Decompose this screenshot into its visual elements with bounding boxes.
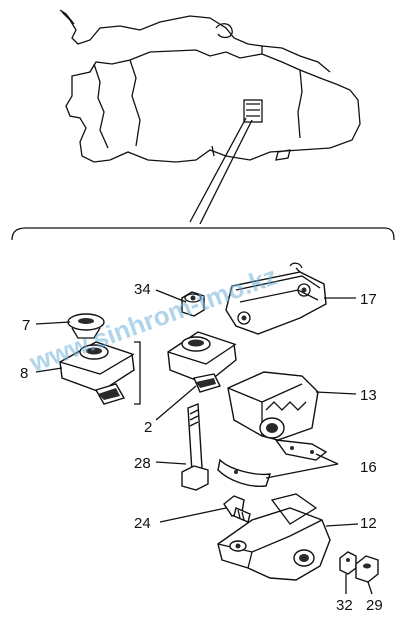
part-13-rubber-block bbox=[227, 371, 319, 441]
part-34-nut bbox=[181, 291, 205, 317]
part-12-lower-bracket bbox=[217, 493, 331, 581]
callout-8: 8 bbox=[20, 365, 28, 382]
part-8-cushion bbox=[59, 341, 135, 405]
callout-7: 7 bbox=[22, 317, 30, 334]
callout-leaders bbox=[35, 289, 373, 595]
callout-32: 32 bbox=[336, 597, 353, 614]
callout-labels: 34 17 7 8 13 2 28 16 24 12 32 29 bbox=[20, 281, 383, 614]
callout-28: 28 bbox=[134, 455, 151, 472]
part-28-bolt bbox=[181, 402, 209, 491]
part-24-bolt bbox=[223, 495, 251, 523]
callout-34: 34 bbox=[134, 281, 151, 298]
group-bracket bbox=[134, 341, 141, 405]
callout-17: 17 bbox=[360, 291, 377, 308]
detail-bracket bbox=[11, 227, 395, 241]
callout-12: 12 bbox=[360, 515, 377, 532]
callout-29: 29 bbox=[366, 597, 383, 614]
part-16-plates bbox=[217, 439, 328, 487]
part-17-bracket bbox=[225, 262, 327, 335]
callout-13: 13 bbox=[360, 387, 377, 404]
callout-16: 16 bbox=[360, 459, 377, 476]
callout-2: 2 bbox=[144, 419, 152, 436]
part-29-nut bbox=[355, 555, 379, 583]
part-32-nut bbox=[339, 551, 357, 575]
detail-leader-lines bbox=[189, 117, 253, 225]
callout-24: 24 bbox=[134, 515, 151, 532]
engine-gearbox-outline bbox=[59, 9, 361, 163]
part-2-cushion bbox=[167, 331, 237, 393]
